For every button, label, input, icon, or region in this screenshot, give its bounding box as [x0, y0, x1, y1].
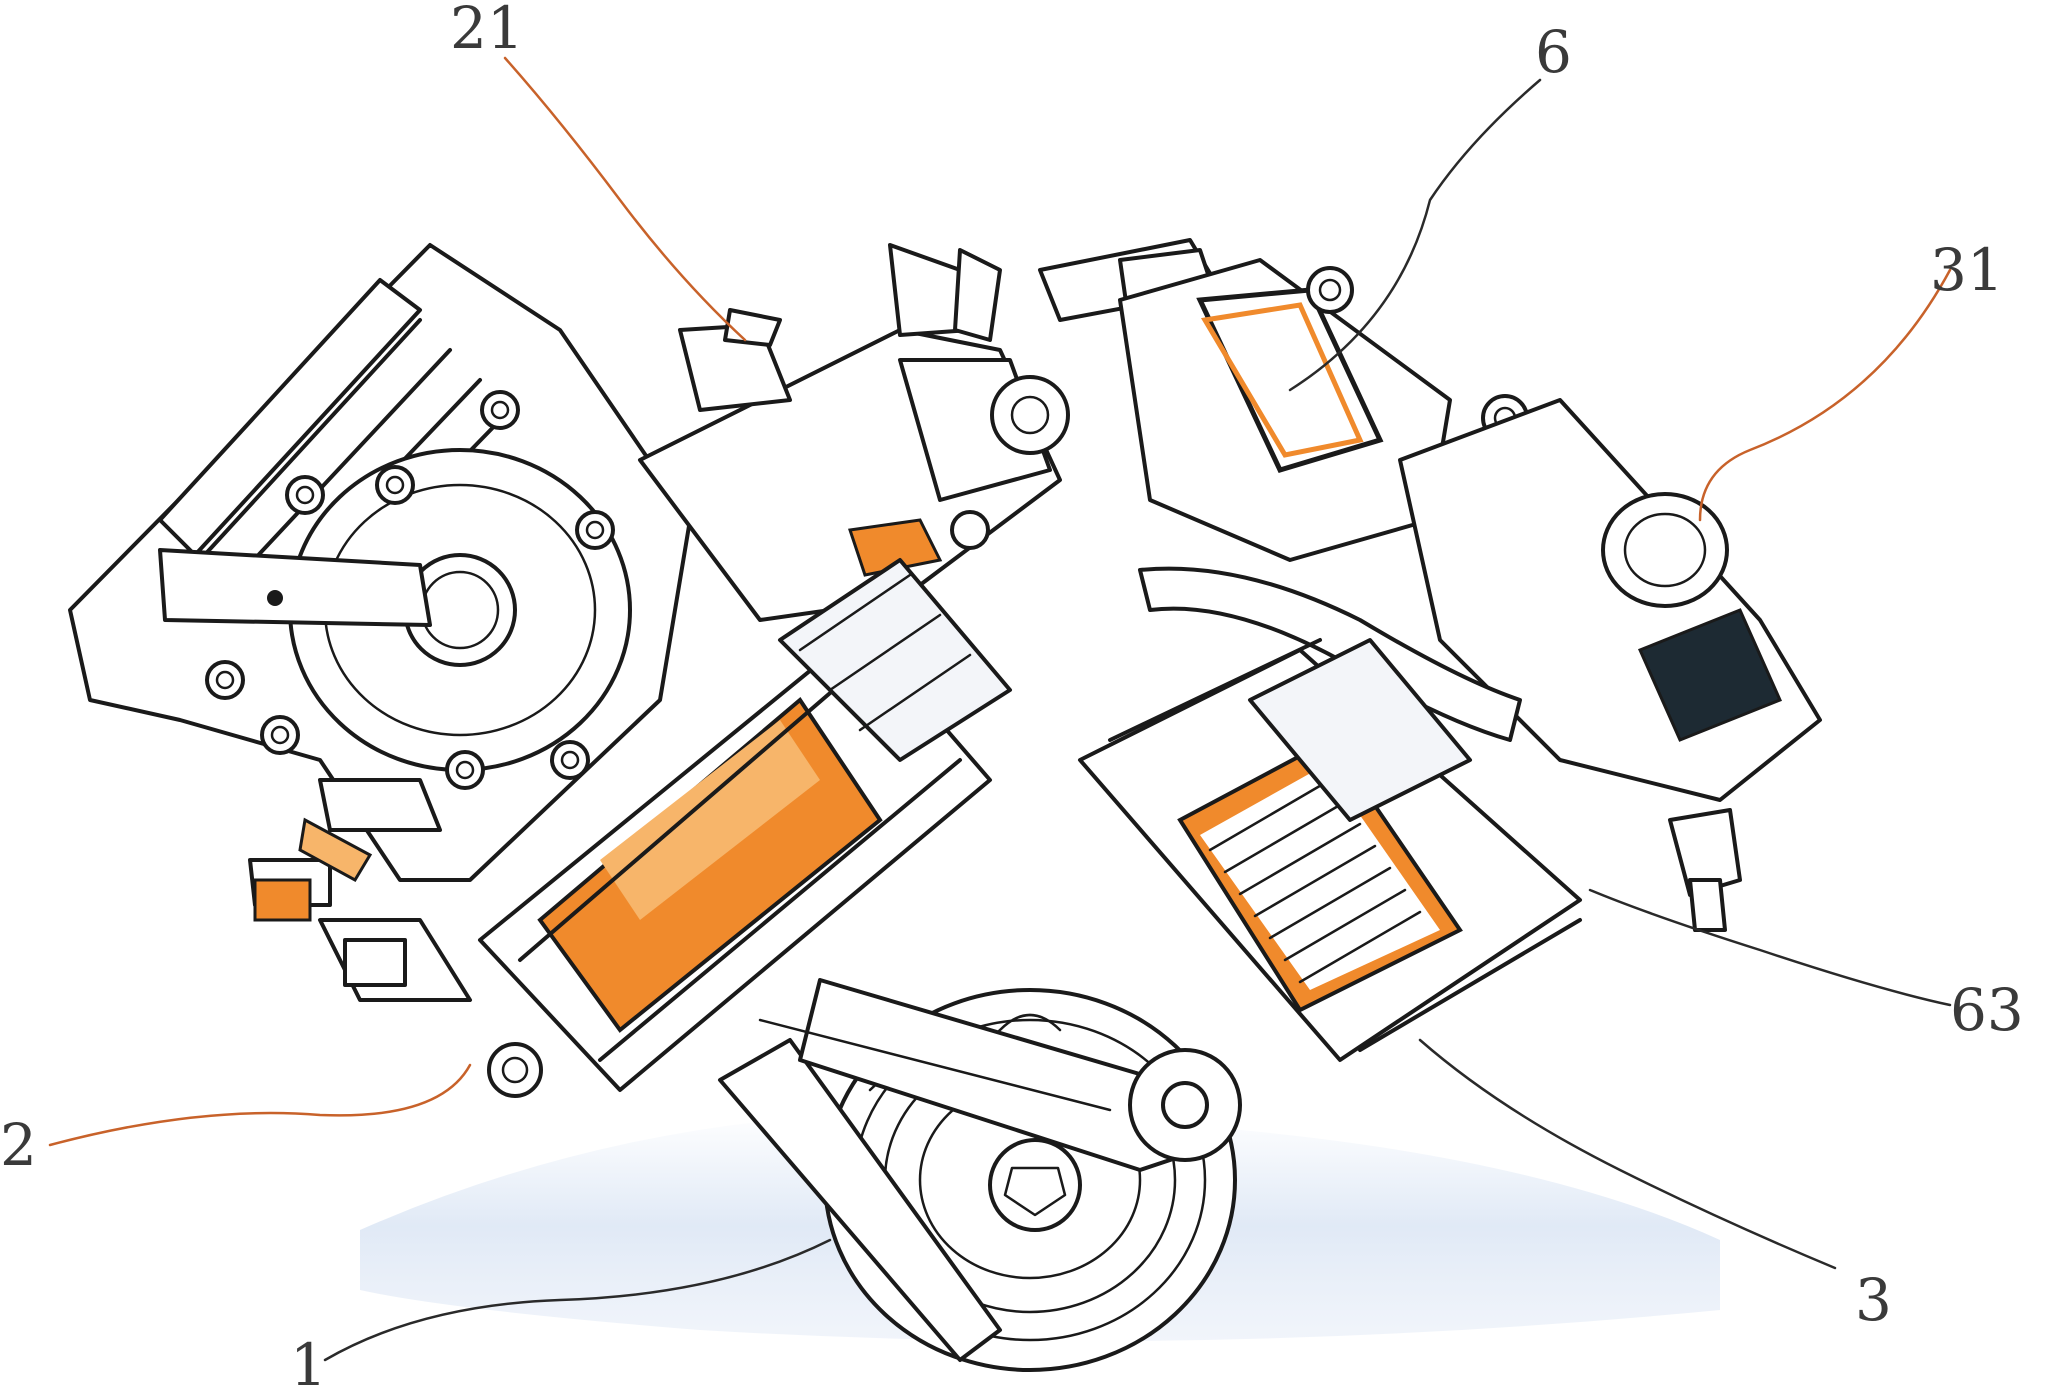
label-31: 31 — [1930, 236, 2004, 304]
coil-winding — [1208, 778, 1422, 984]
left-housing — [68, 243, 692, 1002]
swing-arm — [718, 978, 1242, 1362]
cover-bolts — [205, 390, 615, 790]
hose — [1138, 566, 1522, 742]
leader-lines — [48, 56, 1952, 1362]
label-21: 21 — [450, 0, 524, 62]
left-cylinder — [478, 558, 1012, 1098]
right-cylinder — [1078, 638, 1582, 1062]
right-upper-housing — [1118, 258, 1529, 562]
label-6: 6 — [1535, 18, 1572, 86]
label-3: 3 — [1855, 1266, 1892, 1334]
label-63: 63 — [1950, 976, 2024, 1044]
label-1: 1 — [290, 1331, 327, 1392]
label-2: 2 — [0, 1111, 37, 1179]
